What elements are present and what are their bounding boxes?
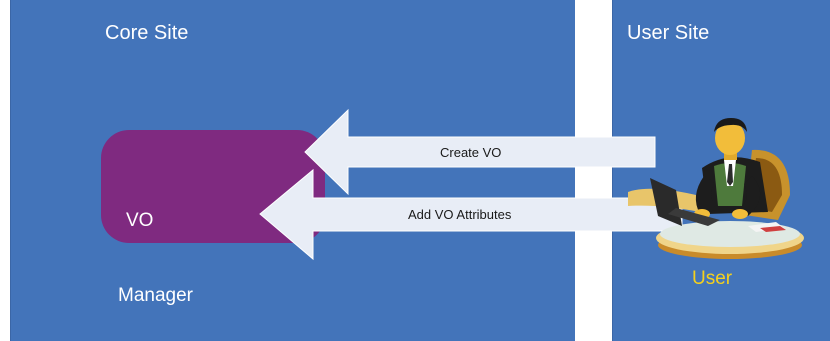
core-site-title: Core Site bbox=[105, 22, 189, 44]
vo-manager-label: VO Manager bbox=[118, 158, 193, 333]
user-site-title: User Site bbox=[627, 22, 710, 44]
user-at-desk-icon bbox=[628, 118, 804, 259]
add-vo-attributes-arrow bbox=[259, 168, 683, 261]
user-label: User bbox=[692, 268, 733, 289]
vo-manager-label-line2: Manager bbox=[118, 285, 193, 306]
vo-manager-label-line1: VO bbox=[126, 210, 154, 231]
create-vo-arrow bbox=[304, 108, 656, 196]
add-vo-attributes-label: Add VO Attributes bbox=[408, 207, 512, 222]
create-vo-label: Create VO bbox=[440, 145, 502, 160]
